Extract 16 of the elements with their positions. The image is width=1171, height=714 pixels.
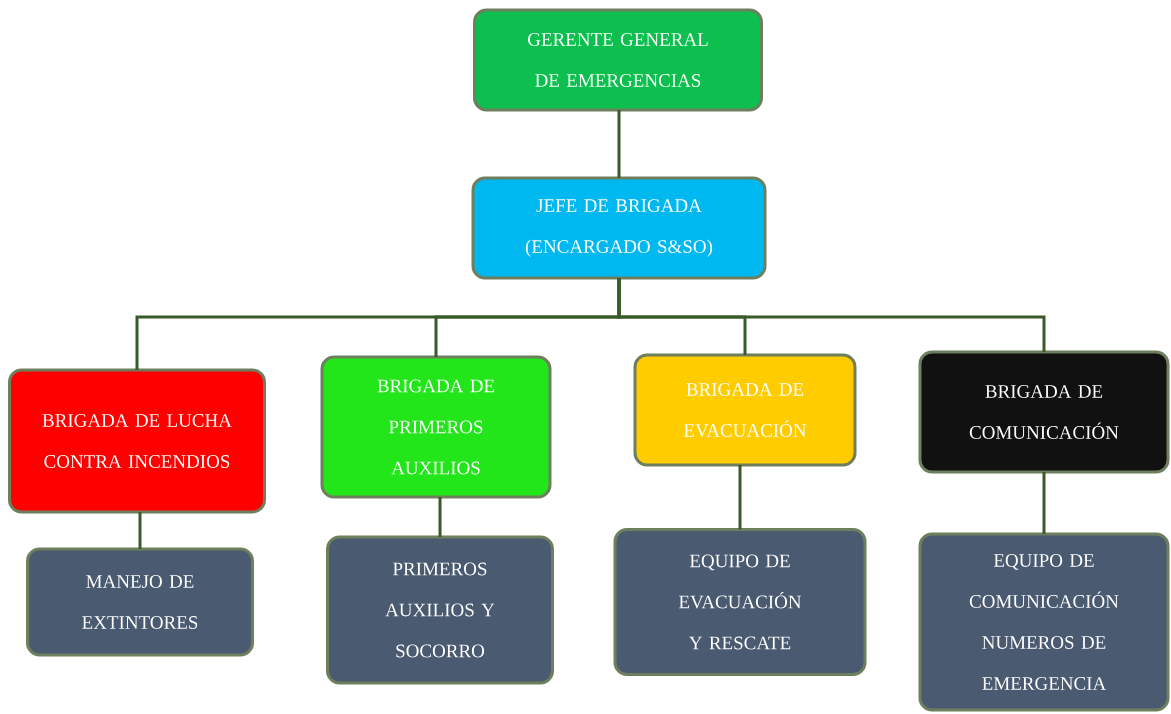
head-box: GERENTE GENERAL DE EMERGENCIAS [473,8,763,112]
brigade-box: BRIGADA DE COMUNICACIÓN [918,350,1170,474]
connector-line [138,512,142,549]
team-box: EQUIPO DE EVACUACIÓN Y RESCATE [613,528,867,676]
connector-line [617,278,1046,352]
connector-line [738,465,742,530]
connector-line [617,110,621,178]
chief-box: JEFE DE BRIGADA (ENCARGADO S&SO) [471,176,767,280]
brigade-box: BRIGADA DE LUCHA CONTRA INCENDIOS [8,368,266,514]
brigade-box: BRIGADA DE EVACUACIÓN [633,353,857,467]
connector-line [1042,472,1046,534]
team-box: EQUIPO DE COMUNICACIÓN NUMEROS DE EMERGENCIA [918,532,1170,712]
connector-line [438,497,442,537]
team-box: PRIMEROS AUXILIOS Y SOCORRO [326,535,554,685]
team-box: MANEJO DE EXTINTORES [26,547,254,657]
brigade-box: BRIGADA DE PRIMEROS AUXILIOS [320,355,552,499]
